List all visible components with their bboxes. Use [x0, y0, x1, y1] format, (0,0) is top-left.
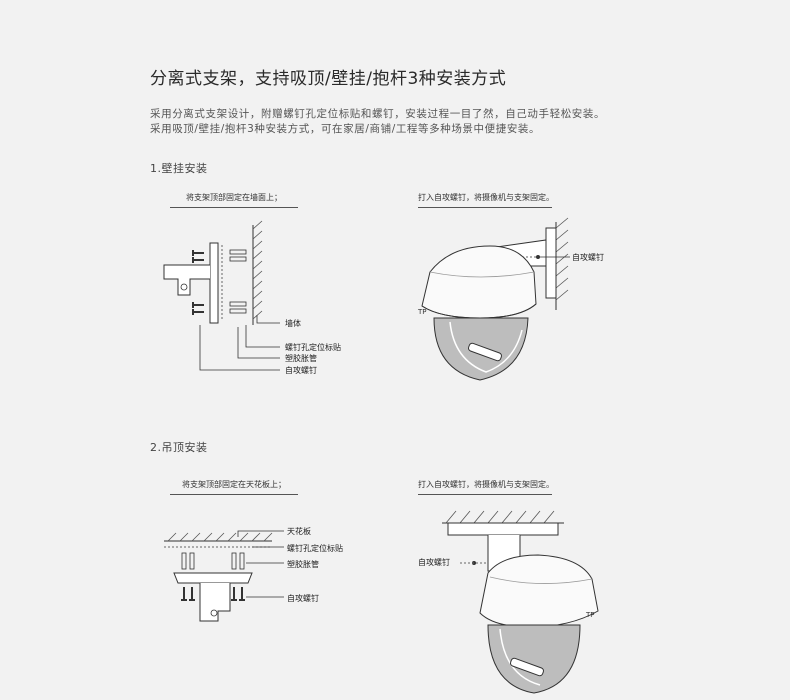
ceiling-mount-heading: 2.吊顶安装	[150, 441, 208, 454]
ceiling-step2-diagram: TP	[442, 510, 599, 694]
label-sticker: 螺钉孔定位标贴	[285, 343, 341, 352]
bracket-plate	[447, 522, 559, 536]
wall-step2-screw-label: 自攻螺钉	[572, 253, 604, 262]
wall-step2-diagram: TP	[417, 217, 570, 381]
anchors	[181, 552, 245, 570]
wall-step1-diagram	[163, 220, 280, 371]
ceiling-step2-screw-label: 自攻螺钉	[418, 558, 450, 567]
caption-underline	[170, 207, 298, 208]
caption-underline	[170, 494, 298, 495]
ceiling-step2-caption: 打入自攻螺钉，将摄像机与支架固定。	[418, 480, 554, 489]
ceiling-step1-caption: 将支架顶部固定在天花板上；	[182, 480, 286, 489]
anchors	[229, 249, 247, 314]
label-anchor: 塑胶胀管	[285, 354, 317, 363]
screws	[192, 250, 204, 315]
wall-hatch	[252, 220, 263, 325]
label-screw: 自攻螺钉	[285, 366, 317, 375]
camera-dome	[487, 624, 581, 694]
camera-logo: TP	[417, 308, 427, 316]
wall-step1-caption: 将支架顶部固定在墙面上；	[186, 193, 282, 202]
wall-mount-heading: 1.壁挂安装	[150, 162, 208, 175]
wall-step1-caption-box: 将支架顶部固定在墙面上；	[170, 192, 298, 208]
ceiling-hatch	[442, 510, 564, 524]
bracket-arm	[199, 583, 231, 622]
label-anchor: 塑胶胀管	[287, 560, 319, 569]
caption-underline	[418, 494, 552, 495]
wall-step2-caption: 打入自攻螺钉，将摄像机与支架固定。	[418, 193, 554, 202]
ceiling-step1-caption-box: 将支架顶部固定在天花板上；	[170, 479, 298, 495]
bracket-plate	[173, 572, 253, 584]
caption-underline	[418, 207, 552, 208]
wall-step2-caption-box: 打入自攻螺钉，将摄像机与支架固定。	[418, 192, 554, 208]
bracket-arm	[163, 264, 210, 296]
screws	[181, 587, 245, 601]
description-line-1: 采用分离式支架设计，附赠螺钉孔定位标贴和螺钉，安装过程一目了然，自己动手轻松安装…	[150, 108, 606, 120]
label-ceiling: 天花板	[287, 527, 311, 536]
ceiling-step1-diagram	[164, 530, 284, 622]
ceiling-step2-caption-box: 打入自攻螺钉，将摄像机与支架固定。	[418, 479, 554, 495]
page-title: 分离式支架，支持吸顶/壁挂/抱杆3种安装方式	[150, 69, 507, 89]
wall-hatch	[555, 217, 569, 310]
leader-lines	[237, 530, 284, 598]
bracket-plate	[545, 227, 557, 299]
leader-lines	[199, 315, 280, 371]
camera-logo: TP	[585, 611, 595, 619]
bracket-plate	[209, 242, 219, 324]
label-wall: 墙体	[285, 319, 301, 328]
label-screw: 自攻螺钉	[287, 594, 319, 603]
label-sticker: 螺钉孔定位标贴	[287, 544, 343, 553]
camera-housing	[421, 245, 537, 319]
screw-icon	[536, 255, 540, 259]
camera-housing	[479, 554, 599, 628]
description-line-2: 采用吸顶/壁挂/抱杆3种安装方式，可在家居/商铺/工程等多种场景中便捷安装。	[150, 123, 541, 135]
ceiling-hatch	[164, 532, 273, 542]
